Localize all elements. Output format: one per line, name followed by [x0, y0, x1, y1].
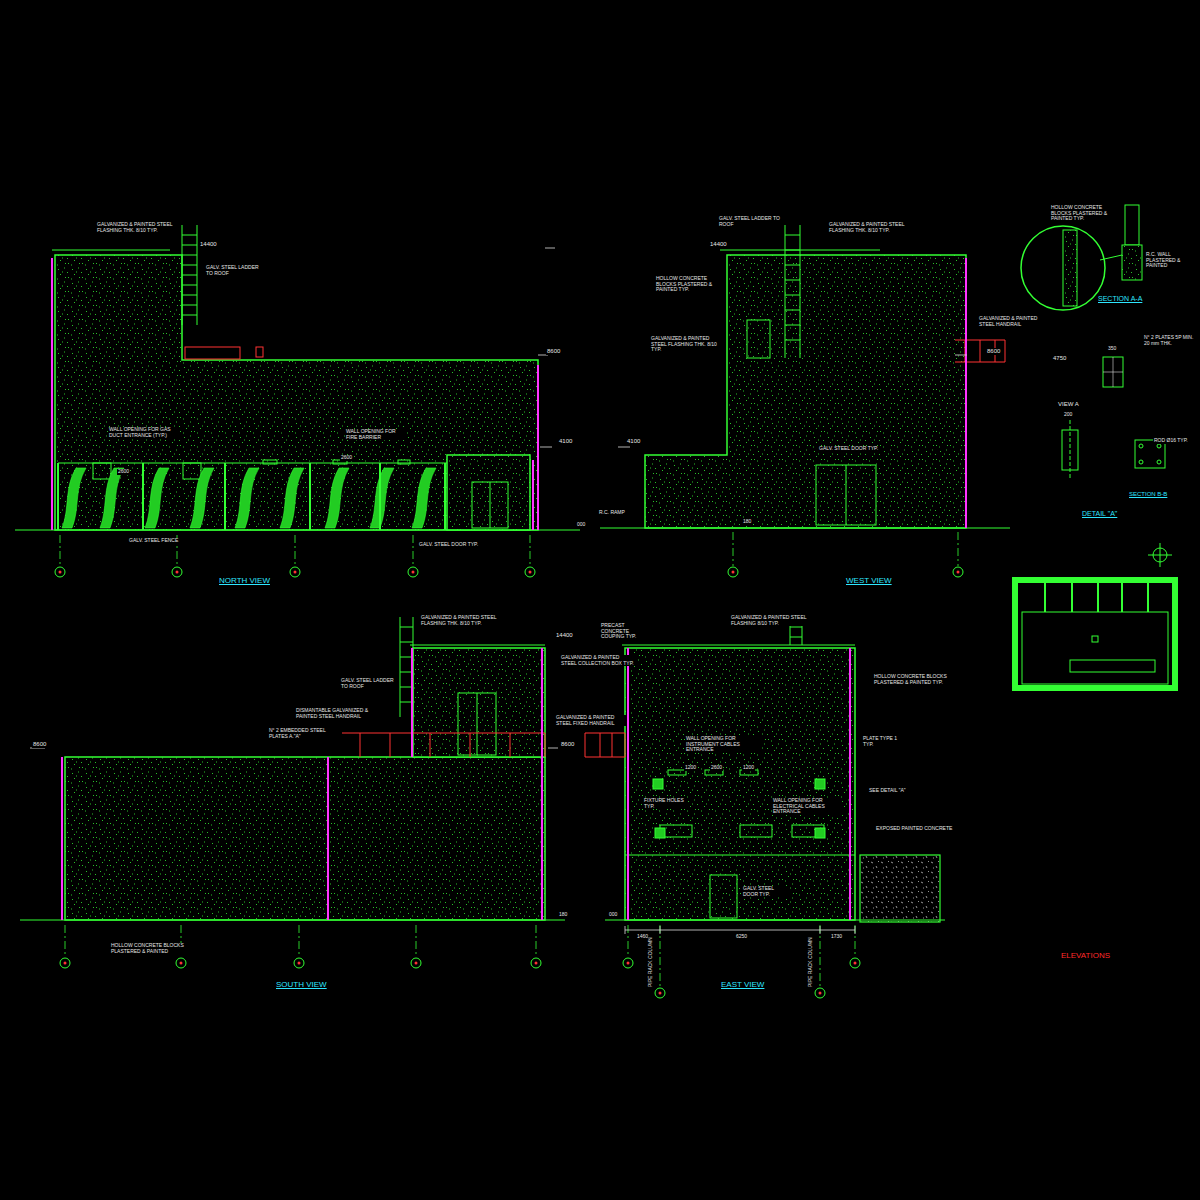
callout-note: HOLLOW CONCRETE BLOCKS PLASTERED & PAINT…	[1050, 205, 1122, 222]
dimension-text: 4750	[1052, 355, 1067, 362]
callout-note: WALL OPENING FOR GAS DUCT ENTRANCE (TYP.…	[108, 427, 180, 438]
view-title: SOUTH VIEW	[275, 981, 328, 990]
callout-note: WALL OPENING FOR FIRE BARRIER	[345, 429, 407, 440]
dimension-text: 8600	[32, 741, 47, 748]
callout-note: EXPOSED PAINTED CONCRETE	[875, 826, 955, 832]
callout-note: VIEW A	[1057, 401, 1080, 408]
dimension-text: 14400	[709, 241, 728, 248]
dimension-text: 200	[1063, 412, 1073, 418]
dimension-text: 6250	[735, 934, 748, 940]
dimension-text: 4100	[626, 438, 641, 445]
callout-note: GALV. STEEL FENCE	[128, 538, 179, 544]
callout-note: R.C. WALL PLASTERED & PAINTED	[1145, 252, 1195, 269]
view-title: EAST VIEW	[720, 981, 765, 990]
callout-note: GALV. STEEL DOOR TYP.	[818, 446, 880, 452]
callout-note: WALL OPENING FOR INSTRUMENT CABLES ENTRA…	[685, 736, 762, 753]
callout-note: HOLLOW CONCRETE BLOCKS PLASTERED & PAINT…	[655, 276, 725, 293]
dimension-text: 180	[558, 912, 568, 918]
dimension-text: 1200	[742, 765, 755, 771]
callout-note: GALVANIZED & PAINTED STEEL FLASHING THK.…	[96, 222, 178, 233]
callout-note: DISMANTABLE GALVANIZED & PAINTED STEEL H…	[295, 708, 379, 719]
callout-note: HOLLOW CONCRETE BLOCKS PLASTERED & PAINT…	[110, 943, 187, 954]
callout-note: N° 2 EMBEDDED STEEL PLATES A."A"	[268, 728, 342, 739]
callout-note: GALVANIZED & PAINTED STEEL FLASHING THK.…	[650, 336, 720, 353]
view-title: WEST VIEW	[845, 577, 893, 586]
view-title: SECTION A-A	[1097, 295, 1143, 303]
callout-note: GALV. STEEL DOOR TYP.	[418, 542, 480, 548]
view-title: SECTION B-B	[1128, 491, 1168, 498]
callout-note: FIXTURE HOLES TYP.	[643, 798, 685, 809]
dimension-text: 000	[576, 522, 586, 528]
dimension-text: 1200	[684, 765, 697, 771]
dimension-text: 2600	[117, 469, 130, 475]
dimension-text: 2600	[340, 455, 353, 461]
callout-note: GALV. STEEL LADDER TO ROOF	[205, 265, 267, 276]
callout-note: GALVANIZED & PAINTED STEEL FLASHING 8/10…	[730, 615, 812, 626]
view-title: NORTH VIEW	[218, 577, 271, 586]
callout-note: GALVANIZED & PAINTED STEEL FLASHING THK.…	[828, 222, 910, 233]
drawing-title: ELEVATIONS	[1060, 952, 1111, 961]
callout-note: ROD Ø16 TYP.	[1153, 438, 1195, 444]
dimension-text: 14400	[555, 632, 574, 639]
callout-note: GALV. STEEL DOOR TYP.	[742, 886, 789, 897]
callout-note: GALVANIZED & PAINTED STEEL COLLECTION BO…	[560, 655, 637, 666]
callout-note: R.C. RAMP	[598, 510, 626, 516]
dimension-text: 000	[608, 912, 618, 918]
callout-note: WALL OPENING FOR ELECTRICAL CABLES ENTRA…	[772, 798, 842, 815]
dimension-text: 1730	[830, 934, 843, 940]
dimension-text: 14400	[199, 241, 218, 248]
dimension-text: 8600	[546, 348, 561, 355]
dimension-text: 2600	[710, 765, 723, 771]
callout-note: GALV. STEEL LADDER TO ROOF	[718, 216, 782, 227]
callout-note: GALV. STEEL LADDER TO ROOF	[340, 678, 397, 689]
callout-note: PIPE RACK COLUMN	[808, 936, 814, 988]
callout-note: SEE DETAIL "A"	[868, 788, 920, 794]
callout-note: PLATE TYPE 1 TYP.	[862, 736, 909, 747]
dimension-text: 180	[742, 519, 752, 525]
callout-note: N° 2 PLATES 5P MIN. 20 mm THK.	[1143, 335, 1195, 346]
callout-note: GALVANIZED & PAINTED STEEL HANDRAIL	[978, 316, 1050, 327]
callout-note: PIPE RACK COLUMN	[648, 936, 654, 988]
view-title: DETAIL "A"	[1081, 510, 1118, 518]
callout-note: HOLLOW CONCRETE BLOCKS PLASTERED & PAINT…	[873, 674, 953, 685]
callout-note: GALVANIZED & PAINTED STEEL FIXED HANDRAI…	[555, 715, 627, 726]
callout-note: PRECAST CONCRETE COUPING TYP.	[600, 623, 654, 640]
callout-note: GALVANIZED & PAINTED STEEL FLASHING THK.…	[420, 615, 500, 626]
dimension-text: 350	[1107, 346, 1117, 352]
dimension-text: 8600	[986, 348, 1001, 355]
dimension-text: 8600	[560, 741, 575, 748]
dimension-text: 4100	[558, 438, 573, 445]
